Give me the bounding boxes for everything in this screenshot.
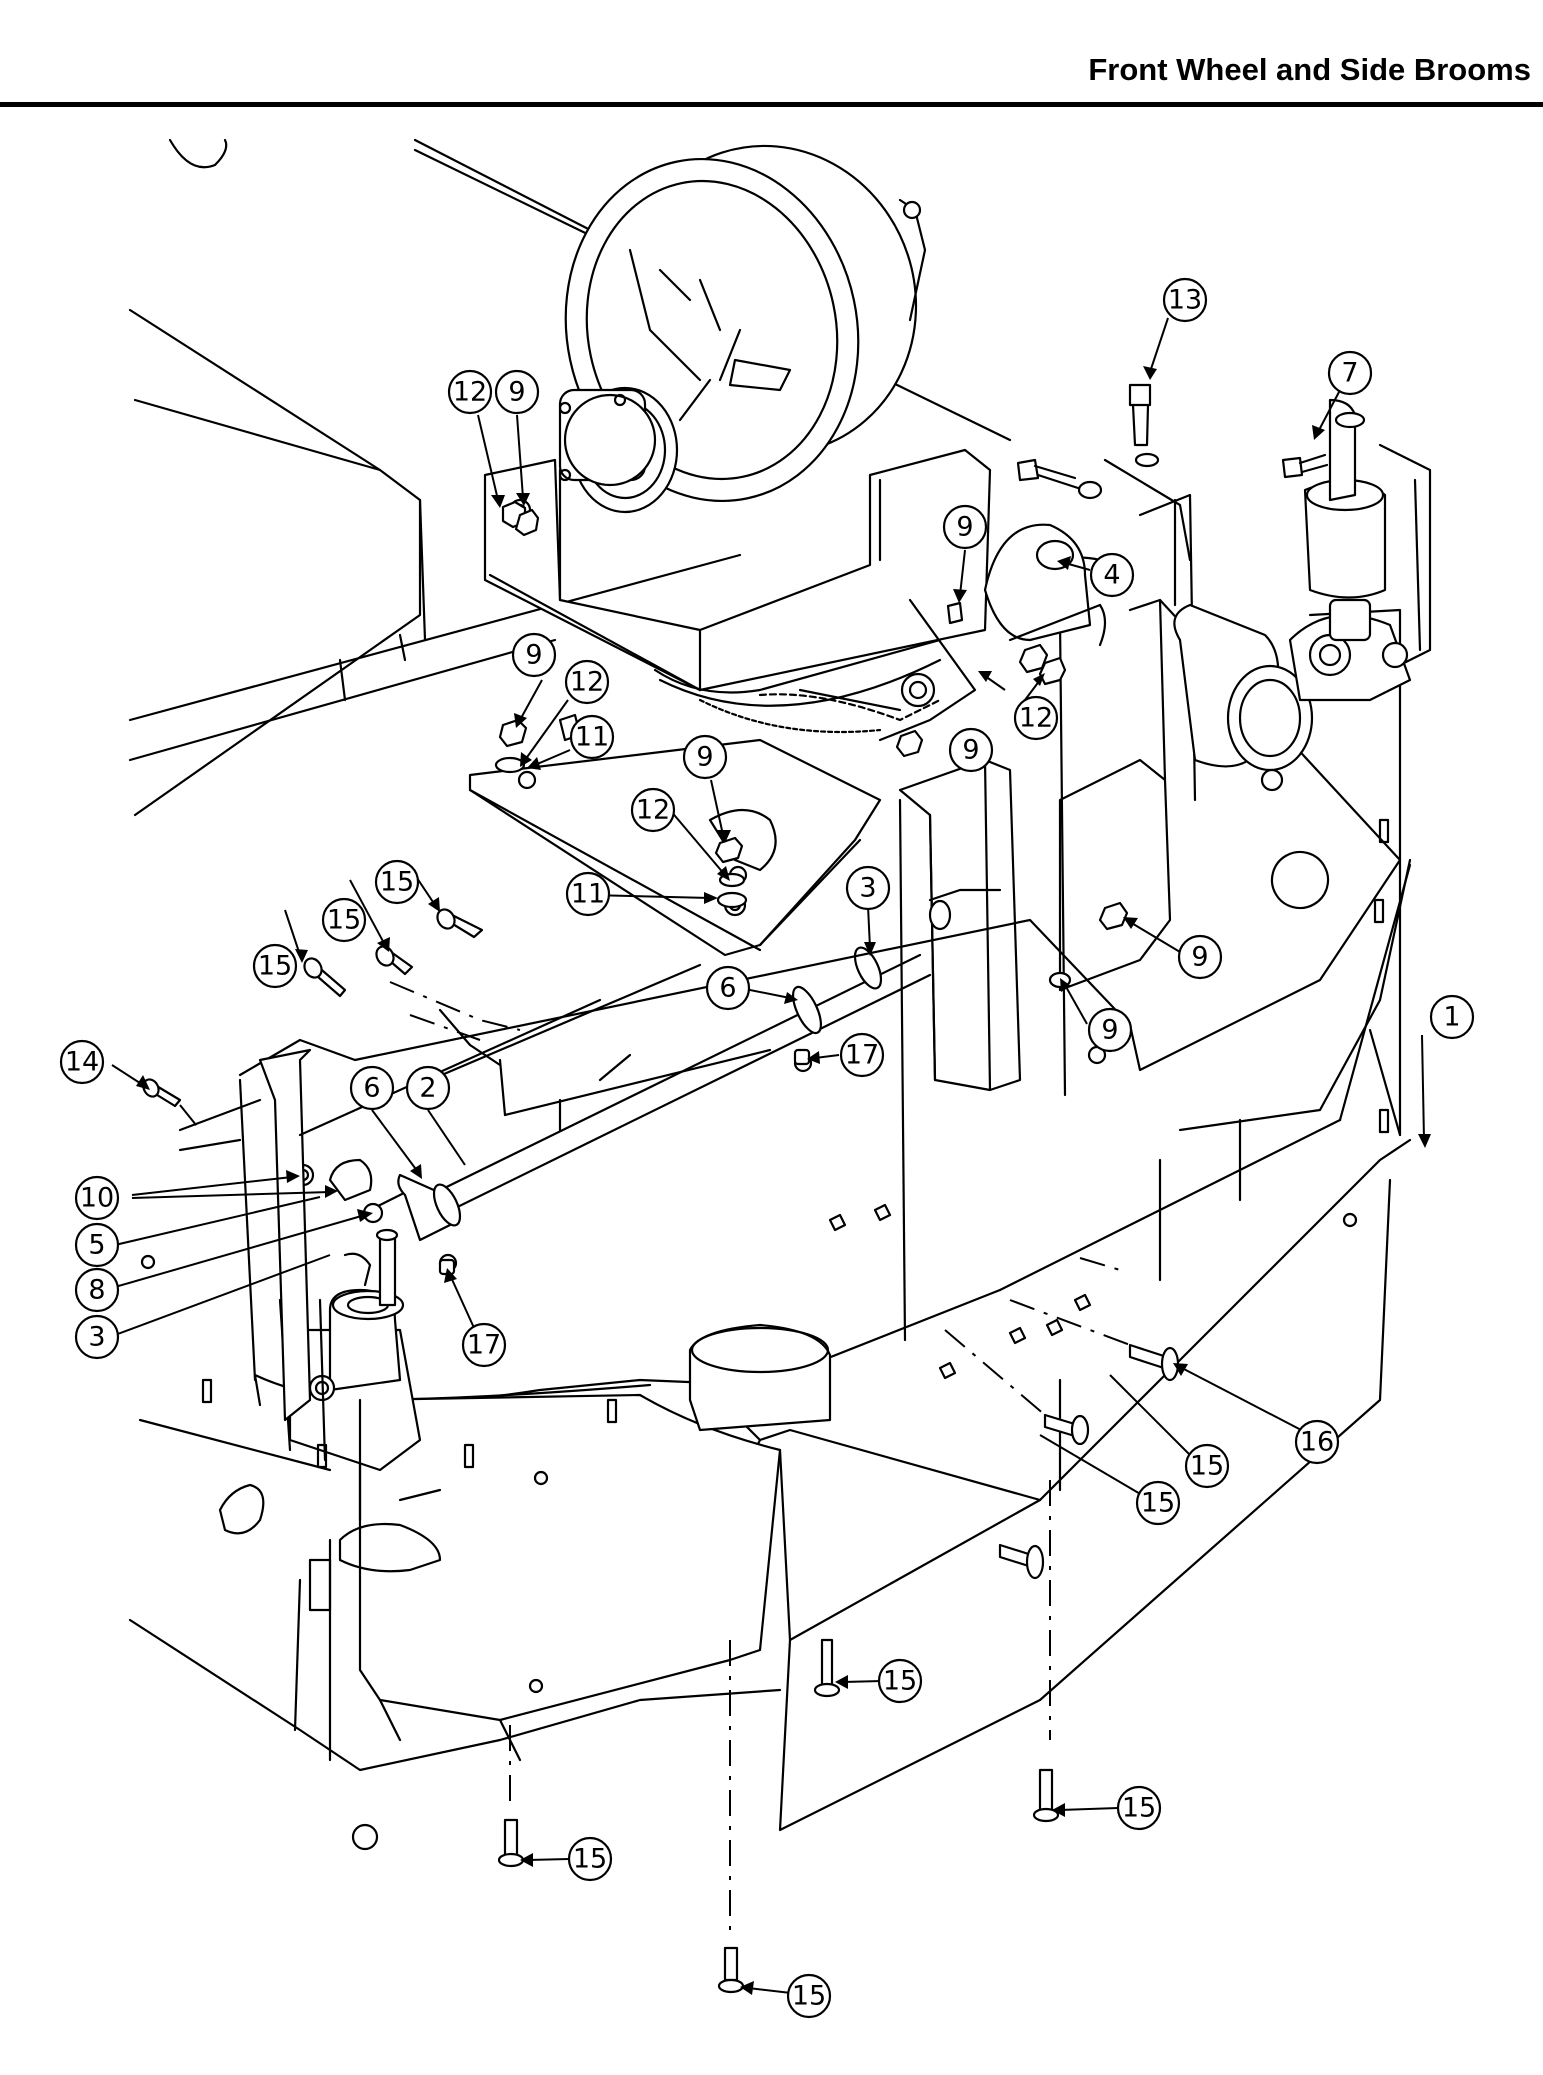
callout-15: 15	[1116, 1785, 1162, 1831]
callout-15: 15	[567, 1836, 613, 1882]
callout-9: 9	[948, 727, 994, 773]
callout-4: 4	[1089, 552, 1135, 598]
floor-opening	[688, 1323, 832, 1432]
callout-9: 9	[1177, 934, 1223, 980]
svg-text:9: 9	[525, 640, 542, 671]
svg-text:2: 2	[419, 1073, 436, 1104]
svg-text:17: 17	[845, 1040, 879, 1071]
left-side-wall	[178, 1048, 312, 1535]
svg-text:7: 7	[1341, 358, 1358, 389]
svg-text:14: 14	[65, 1047, 99, 1078]
lower-plate	[468, 738, 882, 957]
fan-assembly	[558, 144, 927, 514]
callout-3: 3	[845, 865, 891, 911]
callout-6: 6	[705, 965, 751, 1011]
svg-text:9: 9	[508, 377, 525, 408]
callout-9: 9	[682, 734, 728, 780]
rivet-group-upper	[142, 908, 484, 1108]
callout-2: 2	[405, 1065, 451, 1111]
lower-rail	[298, 963, 772, 1137]
callout-9: 9	[511, 632, 557, 678]
callout-12: 12	[447, 369, 493, 415]
svg-text:15: 15	[258, 951, 292, 982]
belt-guard	[983, 523, 1107, 647]
svg-text:11: 11	[575, 722, 609, 753]
callout-15: 15	[1184, 1443, 1230, 1489]
svg-text:5: 5	[88, 1230, 105, 1261]
svg-text:12: 12	[636, 795, 670, 826]
svg-text:15: 15	[573, 1844, 607, 1875]
svg-text:17: 17	[467, 1330, 501, 1361]
svg-text:15: 15	[1122, 1793, 1156, 1824]
svg-text:15: 15	[1141, 1488, 1175, 1519]
svg-text:6: 6	[363, 1073, 380, 1104]
callout-14: 14	[59, 1039, 105, 1085]
svg-text:12: 12	[570, 667, 604, 698]
svg-text:9: 9	[1191, 942, 1208, 973]
callout-12: 12	[630, 787, 676, 833]
svg-text:15: 15	[883, 1666, 917, 1697]
callout-9: 9	[942, 504, 988, 550]
svg-text:9: 9	[962, 735, 979, 766]
svg-text:13: 13	[1168, 285, 1202, 316]
svg-text:10: 10	[80, 1183, 114, 1214]
chassis-holes	[140, 818, 1390, 1851]
callout-7: 7	[1327, 350, 1373, 396]
svg-text:15: 15	[792, 1981, 826, 2012]
left-housing	[128, 138, 602, 817]
svg-text:11: 11	[571, 879, 605, 910]
callout-1: 1	[1429, 994, 1475, 1040]
callout-10: 10	[74, 1175, 120, 1221]
svg-text:15: 15	[327, 905, 361, 936]
svg-text:12: 12	[1019, 703, 1053, 734]
svg-text:3: 3	[859, 873, 876, 904]
leader-lines	[111, 317, 1431, 1995]
callout-9: 9	[494, 369, 540, 415]
svg-text:15: 15	[1190, 1451, 1224, 1482]
callout-11: 11	[565, 871, 611, 917]
callout-8: 8	[74, 1267, 120, 1313]
callout-17: 17	[461, 1322, 507, 1368]
callout-15: 15	[321, 897, 367, 943]
callout-17: 17	[839, 1032, 885, 1078]
callout-15: 15	[877, 1658, 923, 1704]
chain-assembly	[698, 598, 977, 742]
callout-9: 9	[1087, 1007, 1133, 1053]
svg-text:15: 15	[380, 867, 414, 898]
svg-text:8: 8	[88, 1275, 105, 1306]
svg-text:3: 3	[88, 1322, 105, 1353]
svg-text:6: 6	[719, 973, 736, 1004]
side-broom-motor	[1173, 398, 1432, 792]
vertical-post	[898, 758, 1022, 1342]
svg-text:4: 4	[1103, 560, 1120, 591]
callout-3: 3	[74, 1314, 120, 1360]
callout-12: 12	[1013, 695, 1059, 741]
svg-text:16: 16	[1300, 1427, 1334, 1458]
svg-text:9: 9	[956, 512, 973, 543]
page-title: Front Wheel and Side Brooms	[1088, 52, 1531, 87]
svg-text:1: 1	[1443, 1002, 1460, 1033]
main-chassis	[128, 858, 1412, 1832]
callout-16: 16	[1294, 1419, 1340, 1465]
svg-text:12: 12	[453, 377, 487, 408]
callouts: 13 7 12 9 9 4 9 12 11 9 12 12 9 11 15 15…	[59, 277, 1475, 2019]
callout-15: 15	[374, 859, 420, 905]
callout-5: 5	[74, 1222, 120, 1268]
alignment-lines	[179, 981, 1131, 1940]
header-rule	[0, 102, 1543, 107]
callout-11: 11	[569, 714, 615, 760]
callout-13: 13	[1162, 277, 1208, 323]
svg-text:9: 9	[1101, 1015, 1118, 1046]
callout-15: 15	[1135, 1480, 1181, 1526]
callout-15: 15	[786, 1973, 832, 2019]
callout-6: 6	[349, 1065, 395, 1111]
callout-12: 12	[564, 659, 610, 705]
svg-text:9: 9	[696, 742, 713, 773]
callout-15: 15	[252, 943, 298, 989]
